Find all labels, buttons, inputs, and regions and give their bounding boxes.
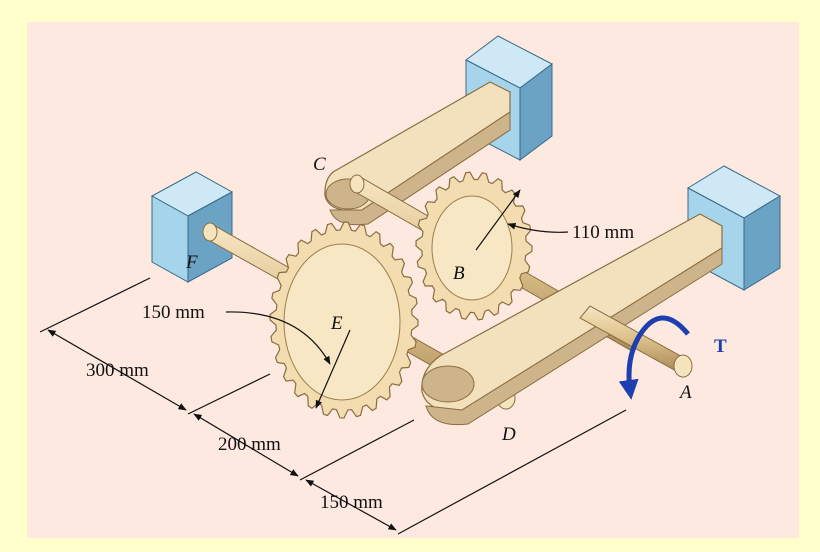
label-f: F: [185, 252, 198, 273]
leader-110: [507, 223, 569, 233]
shaft-a: [579, 305, 693, 378]
torque-arrow: [618, 315, 690, 400]
dim-len-150: 150 mm: [320, 492, 383, 513]
dimension-lines: [39, 277, 627, 535]
label-b: B: [453, 263, 465, 284]
label-d: D: [501, 424, 516, 445]
label-c: C: [313, 154, 326, 175]
label-e: E: [330, 313, 343, 334]
arm-a: [421, 213, 723, 426]
dim-gear-e-radius: 150 mm: [142, 302, 205, 323]
dim-len-200: 200 mm: [218, 434, 281, 455]
gear-e-radius-line: [315, 329, 351, 409]
label-a: A: [678, 382, 692, 403]
dim-len-300: 300 mm: [86, 360, 149, 381]
gear-b: [415, 171, 533, 321]
leader-150: [225, 311, 331, 365]
dim-gear-b-radius: 110 mm: [572, 222, 634, 243]
gear-b-radius-line: [475, 189, 521, 251]
label-torque: T: [714, 336, 727, 357]
gear-e: [269, 221, 419, 419]
